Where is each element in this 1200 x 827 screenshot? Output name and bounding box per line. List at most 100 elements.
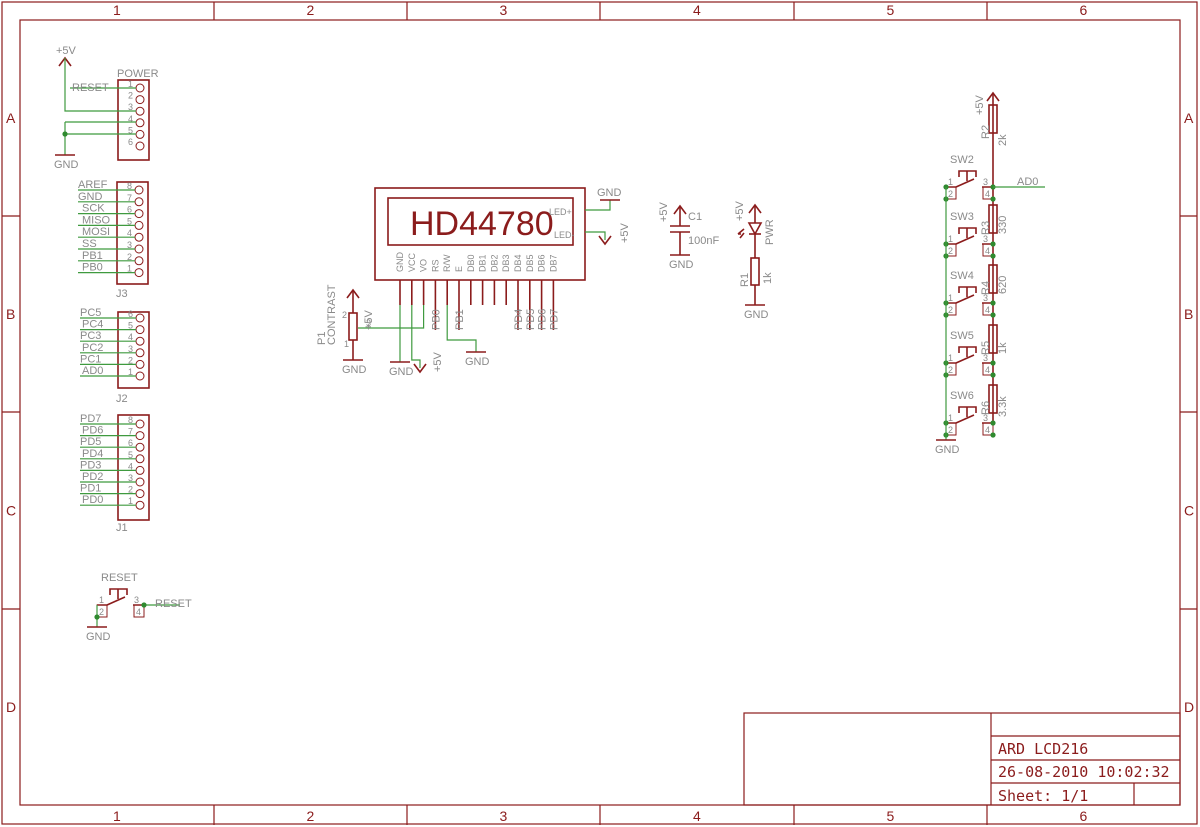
pot-pin: 2 bbox=[342, 310, 347, 320]
net-label: PD6 bbox=[82, 425, 103, 437]
lcd-pin-label: VO bbox=[419, 259, 429, 272]
switch-pin-number: 3 bbox=[134, 595, 139, 605]
ladder-supply: +5V bbox=[974, 94, 986, 115]
pin-circle bbox=[134, 185, 144, 195]
column-label-bottom: 4 bbox=[693, 808, 701, 824]
j1-connector bbox=[117, 414, 150, 521]
column-label-bottom: 3 bbox=[500, 808, 508, 824]
c1-supply: +5V bbox=[658, 201, 670, 222]
wire bbox=[411, 305, 421, 368]
pin-number: 1 bbox=[128, 79, 133, 89]
switch-pin-number: 2 bbox=[948, 425, 953, 435]
lcd-pin-label: E bbox=[454, 266, 464, 272]
lcd-led-minus: LED- bbox=[554, 230, 575, 240]
pin-circle bbox=[135, 313, 145, 323]
c1-name: C1 bbox=[688, 211, 702, 223]
pin-circle bbox=[134, 268, 144, 278]
potentiometer-body bbox=[348, 312, 358, 341]
ground-label: GND bbox=[744, 309, 769, 321]
pin-number: 5 bbox=[128, 450, 133, 460]
ground-label: GND bbox=[86, 631, 111, 643]
net-label: PC3 bbox=[80, 330, 101, 342]
supply-label: +5V bbox=[56, 45, 77, 57]
switch-pin-box bbox=[982, 302, 994, 316]
net-label: GND bbox=[78, 191, 103, 203]
supply-arrow-icon bbox=[413, 363, 427, 374]
net-label: PD5 bbox=[80, 436, 101, 448]
pin-number: 4 bbox=[128, 461, 133, 471]
net-label: SS bbox=[82, 238, 97, 250]
resistor-value: 3.3k bbox=[997, 396, 1009, 417]
pin-number: 1 bbox=[128, 496, 133, 506]
pin-number: 6 bbox=[128, 438, 133, 448]
lcd-pin-label: VCC bbox=[407, 252, 417, 272]
switch-name: SW2 bbox=[950, 154, 974, 166]
pot-name: P1 bbox=[316, 332, 328, 345]
pin-circle bbox=[134, 209, 144, 219]
pin-number: 4 bbox=[128, 114, 133, 124]
switch-pin-number: 4 bbox=[985, 246, 990, 256]
switch-pin-number: 3 bbox=[983, 413, 988, 423]
switch-name: SW4 bbox=[950, 270, 974, 282]
ground-label: GND bbox=[389, 366, 414, 378]
ground-label: GND bbox=[54, 159, 79, 171]
resistor-body bbox=[988, 104, 998, 134]
led-diode-icon bbox=[747, 222, 763, 236]
switch-pin-box bbox=[133, 604, 145, 618]
j2-name: J2 bbox=[116, 393, 128, 405]
pin-circle bbox=[135, 325, 145, 335]
switch-pin-box bbox=[982, 422, 994, 436]
column-label-top: 2 bbox=[307, 2, 315, 18]
pin-number: 5 bbox=[128, 321, 133, 331]
pin-circle bbox=[135, 489, 145, 499]
net-label: PD1 bbox=[80, 483, 101, 495]
switch-pin-number: 1 bbox=[948, 177, 953, 187]
junction-dot bbox=[62, 131, 68, 137]
net-label: PC5 bbox=[80, 307, 101, 319]
title-block: ARD LCD216 26-08-2010 10:02:32 Sheet: 1/… bbox=[743, 712, 1181, 806]
r1-name: R1 bbox=[739, 273, 751, 287]
switch-pin-number: 2 bbox=[99, 607, 104, 617]
pin-circle bbox=[135, 106, 145, 116]
pin-circle bbox=[135, 118, 145, 128]
lcd-pin-label: DB3 bbox=[501, 254, 511, 272]
column-label-top: 1 bbox=[113, 2, 121, 18]
pin-number: 3 bbox=[127, 240, 132, 250]
switch-pin-number: 2 bbox=[948, 365, 953, 375]
reset-net-label: RESET bbox=[155, 598, 192, 610]
switch-pin-number: 3 bbox=[983, 177, 988, 187]
junction-dot bbox=[990, 420, 996, 426]
lcd-led-plus: LED+ bbox=[549, 207, 572, 217]
junction-dot bbox=[141, 602, 147, 608]
pin-number: 2 bbox=[128, 485, 133, 495]
junction-dot bbox=[94, 614, 100, 620]
pin-circle bbox=[135, 419, 145, 429]
data-net-label: PD7 bbox=[548, 309, 560, 330]
power-connector-name: POWER bbox=[117, 68, 159, 80]
light-rays-icon bbox=[737, 228, 745, 239]
pot-pin: 1 bbox=[344, 339, 349, 349]
sheet-text: Sheet: 1/1 bbox=[998, 787, 1088, 805]
pin-circle bbox=[135, 348, 145, 358]
switch-pin-number: 1 bbox=[948, 413, 953, 423]
pin-circle bbox=[135, 465, 145, 475]
wire bbox=[585, 231, 606, 240]
pin-number: 2 bbox=[128, 355, 133, 365]
switch-pin-number: 2 bbox=[948, 305, 953, 315]
pin-circle bbox=[135, 442, 145, 452]
lcd-component: HD44780 LED+ LED- bbox=[374, 187, 586, 281]
column-label-top: 3 bbox=[500, 2, 508, 18]
net-label: PC1 bbox=[80, 353, 101, 365]
junction-dot bbox=[990, 312, 996, 318]
resistor-body bbox=[988, 324, 998, 354]
pin-number: 3 bbox=[128, 473, 133, 483]
pin-circle bbox=[135, 500, 145, 510]
datetime-text: 26-08-2010 10:02:32 bbox=[998, 763, 1170, 781]
net-label: PD4 bbox=[82, 448, 103, 460]
switch-pin-number: 4 bbox=[136, 607, 141, 617]
switch-pin-box bbox=[982, 243, 994, 257]
resistor-value: 620 bbox=[997, 276, 1009, 294]
pin-circle bbox=[134, 232, 144, 242]
